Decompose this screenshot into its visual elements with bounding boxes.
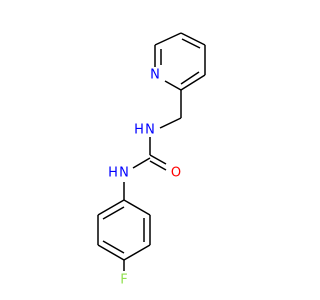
bond-pyr-double-1 xyxy=(181,38,201,49)
bond-ph-4 xyxy=(97,244,125,261)
bond-ph-3 xyxy=(123,244,151,261)
atom-fluorine: F xyxy=(120,273,127,288)
bond-ph-6 xyxy=(97,199,125,216)
atom-carbonyl-oxygen: O xyxy=(171,166,181,181)
bond-ch2-nh xyxy=(159,117,182,129)
atom-pyridine-nitrogen: N xyxy=(150,68,160,83)
fluorine-label: F xyxy=(120,273,127,288)
carbonyl-oxygen-label: O xyxy=(171,166,181,181)
pyridine-nitrogen-label: N xyxy=(150,68,160,83)
bond-carbonyl-o-a xyxy=(149,154,167,165)
fluorophenyl-ring xyxy=(97,199,151,261)
bond-ph-1 xyxy=(123,199,151,216)
bond-pyr-double-3 xyxy=(180,71,200,85)
bond-pyr-2 xyxy=(154,32,182,46)
bond-pyr-3 xyxy=(180,32,206,46)
amine-lower-h-label: H xyxy=(108,166,118,181)
bond-carbonyl-nh xyxy=(132,157,151,169)
structure-diagram: N H N O H N F xyxy=(97,32,206,288)
bond-ph-double-2 xyxy=(102,240,125,254)
amine-upper-nitrogen-label: N xyxy=(145,123,155,138)
atom-amine-nitrogen-lower: H N xyxy=(108,166,129,181)
bond-carbonyl-o-b xyxy=(149,160,167,171)
pyridine-ring xyxy=(154,32,206,91)
bond-pyr-5 xyxy=(180,74,206,91)
bond-pyr-6 xyxy=(164,80,182,91)
atom-amine-nitrogen-upper: H N xyxy=(134,123,155,138)
amine-upper-h-label: H xyxy=(134,123,144,138)
bond-ph-double-3 xyxy=(102,206,125,220)
amine-lower-nitrogen-label: N xyxy=(119,166,129,181)
